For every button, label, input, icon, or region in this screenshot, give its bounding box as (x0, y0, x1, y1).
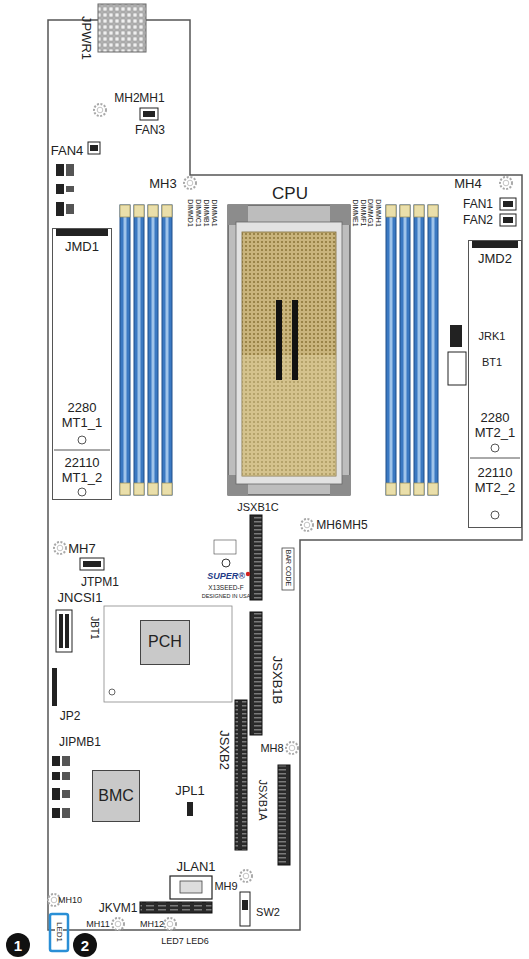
part-label: DIMMH1 (374, 199, 381, 227)
part-label: DIMME1 (352, 199, 359, 226)
part-label: JNCSI1 (58, 591, 103, 604)
part-label: DIMMC1 (195, 199, 202, 227)
part-label: DESIGNED IN USA (202, 594, 251, 600)
part-label: JSXB1A (257, 780, 268, 821)
callout-marker (73, 933, 97, 957)
slot-label: 22110 MT1_2 (53, 456, 111, 486)
part-label: MH6 (316, 519, 341, 531)
part-label: JBT1 (89, 616, 99, 639)
slot-label: JMD2 (469, 252, 521, 267)
slot-label: 22110 MT2_2 (469, 466, 521, 496)
callout-number: 2 (81, 938, 89, 953)
part-label: FAN1 (463, 198, 493, 210)
part-label: JKVM1 (99, 902, 138, 914)
fiducial (109, 689, 115, 695)
part-label: MH12 (140, 920, 164, 929)
maker-logo: SUPER® (207, 572, 245, 581)
part-label: MH2 (114, 92, 139, 104)
board-markings (214, 540, 294, 590)
part-label: LED1 (55, 921, 63, 943)
part-label: MH4 (454, 177, 481, 190)
part-label: JP2 (60, 710, 81, 722)
part-label: JSXB1B (271, 656, 284, 704)
slot-label: 2280 MT2_1 (469, 411, 521, 441)
part-label: MH10 (58, 896, 82, 905)
m2-slot: JMD1 2280 MT1_1 22110 MT1_2 (52, 228, 112, 500)
slot-label: 2280 MT1_1 (53, 401, 111, 431)
mounting-holes (48, 104, 512, 930)
part-label: JPWR1 (80, 16, 93, 60)
chip-package: PCH (140, 620, 190, 665)
part-label: JIPMB1 (59, 736, 101, 748)
part-label: MH11 (86, 920, 109, 929)
chip-package: BMC (92, 770, 140, 822)
part-label: JLAN1 (176, 860, 215, 873)
part-label: FAN3 (135, 124, 165, 136)
part-label: JRK1 (479, 331, 506, 342)
m2-slot-art (54, 228, 520, 528)
part-label: MH5 (342, 519, 367, 531)
dimm-slots (120, 205, 438, 495)
part-label: MH7 (68, 542, 95, 555)
part-label: DIMMB1 (203, 199, 210, 226)
part-label: JSXB2 (218, 730, 231, 770)
part-label: DIMMF1 (359, 200, 366, 227)
part-label: MH8 (260, 743, 283, 754)
part-label: FAN2 (463, 214, 493, 226)
pch-area (104, 606, 232, 702)
part-label: JTPM1 (81, 576, 119, 588)
part-label: X13SEED-F (208, 585, 243, 592)
highlight-box (50, 914, 68, 951)
part-label: BT1 (482, 357, 502, 368)
part-label: MH9 (214, 881, 237, 892)
small-headers (52, 108, 516, 926)
part-label: LED7 LED6 (161, 937, 209, 946)
part-label: BAR CODE (285, 550, 292, 587)
part-label: CPU (272, 185, 308, 202)
part-label: DIMMA1 (211, 199, 218, 226)
part-label: DIMMD1 (187, 199, 194, 227)
part-label: MH3 (149, 177, 176, 190)
io-connectors (140, 876, 212, 913)
part-label: SW2 (256, 907, 280, 918)
board-outline (48, 20, 522, 930)
chip-label: BMC (98, 787, 134, 805)
part-label: FAN4 (51, 144, 84, 157)
cpu-socket (228, 205, 350, 495)
callout-marker (6, 933, 30, 957)
power-connector (98, 4, 146, 52)
m2-slot: JMD2 2280 MT2_1 22110 MT2_2 (468, 240, 522, 528)
slot-label: JMD1 (53, 240, 111, 255)
part-label: DIMMG1 (367, 199, 374, 227)
part-label: JSXB1C (237, 502, 279, 513)
part-label: MH1 (139, 92, 164, 104)
part-label: JPL1 (175, 784, 205, 797)
chip-label: PCH (148, 633, 182, 651)
callout-number: 1 (14, 938, 22, 953)
